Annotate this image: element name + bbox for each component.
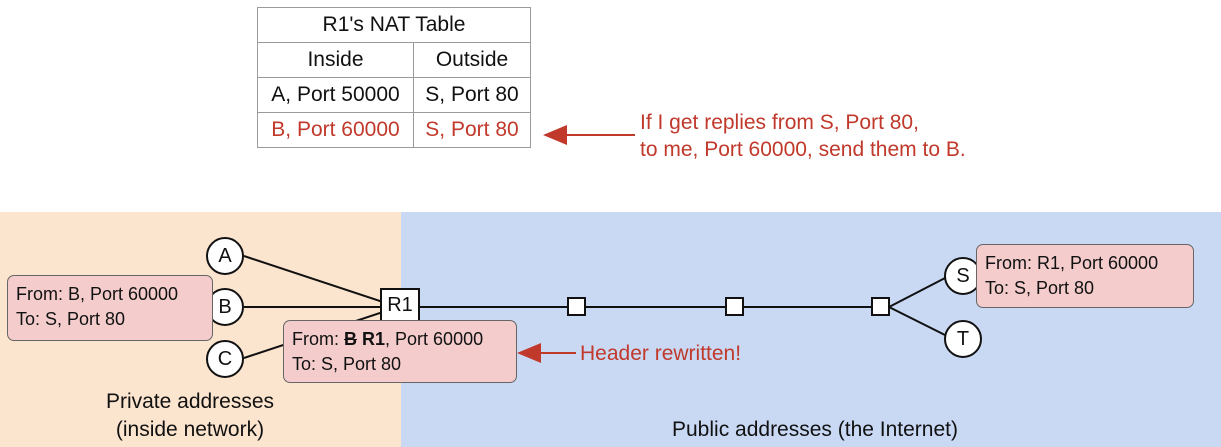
nat-row-b: B, Port 60000 S, Port 80	[257, 112, 531, 148]
nat-cell-inside: B, Port 60000	[257, 112, 414, 148]
packet-to-line: To: S, Port 80	[985, 278, 1095, 298]
router-3	[871, 297, 890, 316]
nat-header-inside: Inside	[257, 42, 414, 78]
table-note-line2: to me, Port 60000, send them to B.	[640, 138, 966, 161]
packet-from-line: From: B, Port 60000	[16, 284, 179, 304]
packet-to-line: To: S, Port 80	[292, 354, 402, 374]
packet-from-b: From: B, Port 60000 To: S, Port 80	[7, 275, 213, 341]
nat-row-a: A, Port 50000 S, Port 80	[257, 77, 531, 113]
nat-table: R1's NAT Table Inside Outside A, Port 50…	[257, 7, 531, 148]
nat-cell-outside: S, Port 80	[413, 112, 531, 148]
host-t: T	[944, 320, 982, 358]
table-note-line1: If I get replies from S, Port 80,	[640, 111, 919, 134]
router-1	[567, 297, 586, 316]
nat-header-outside: Outside	[413, 42, 531, 78]
router-r1: R1	[380, 288, 420, 322]
source-port: , Port 60000	[385, 329, 484, 349]
packet-to-line: To: S, Port 80	[16, 309, 126, 329]
nat-table-title-row: R1's NAT Table	[257, 7, 531, 43]
old-source-address: B	[344, 329, 357, 349]
nat-table-title: R1's NAT Table	[257, 7, 531, 43]
host-c: C	[206, 340, 244, 378]
private-region-label: Private addresses (inside network)	[0, 388, 380, 444]
new-source-address: R1	[362, 329, 386, 349]
nat-cell-outside: S, Port 80	[413, 77, 531, 113]
host-s: S	[944, 257, 982, 295]
router-2	[725, 297, 744, 316]
packet-from-line: From: B R1, Port 60000	[292, 327, 508, 352]
host-a: A	[206, 237, 244, 275]
private-label-line1: Private addresses	[105, 390, 275, 413]
header-rewritten-note: Header rewritten!	[580, 342, 742, 365]
nat-cell-inside: A, Port 50000	[257, 77, 414, 113]
packet-from-line: From: R1, Port 60000	[985, 253, 1159, 273]
link-sw3-s	[888, 276, 948, 308]
public-region-label: Public addresses (the Internet)	[672, 418, 958, 441]
link-a-r1	[243, 255, 384, 303]
packet-rewritten: From: B R1, Port 60000 To: S, Port 80	[283, 320, 517, 383]
table-note: If I get replies from S, Port 80, to me,…	[640, 109, 966, 163]
nat-table-header-row: Inside Outside	[257, 42, 531, 78]
packet-at-s: From: R1, Port 60000 To: S, Port 80	[976, 244, 1194, 308]
from-prefix: From:	[292, 329, 344, 349]
private-label-line2: (inside network)	[115, 418, 265, 441]
link-sw3-t	[888, 306, 948, 337]
